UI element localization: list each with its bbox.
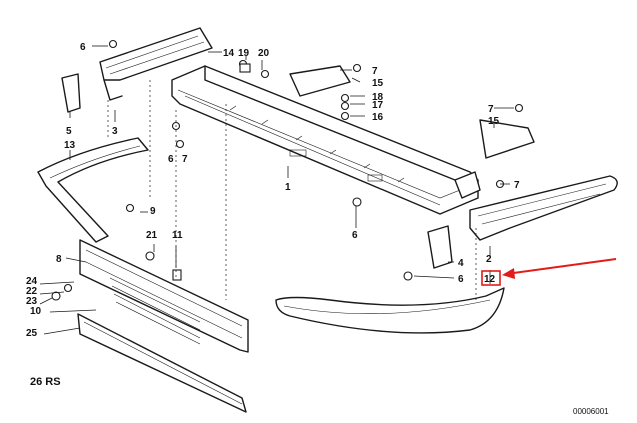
label-part-4: 4 [458,258,464,269]
label-part-19: 19 [238,48,250,59]
label-part-7-upper-right: 7 [488,104,494,115]
label-part-14: 14 [223,48,235,59]
label-part-9: 9 [150,206,156,217]
label-part-16: 16 [372,112,384,123]
label-part-1: 1 [285,182,291,193]
bracket-15 [289,65,351,97]
label-part-7-left: 7 [182,154,188,165]
label-part-7-top-right: 7 [372,66,378,77]
front-moulding-strip [275,287,505,334]
right-end-cap [469,175,618,241]
label-part-17: 17 [372,100,384,111]
left-bracket-5 [61,73,81,113]
left-end-cap [37,137,149,243]
catalog-number: 00006001 [573,407,609,416]
label-part-10: 10 [30,306,42,317]
label-part-6-right: 6 [458,274,464,285]
lower-grille-panel [79,239,249,353]
label-part-6-middle: 6 [168,154,174,165]
fasteners [51,39,524,301]
label-part-2: 2 [486,254,492,265]
assembly-lines [107,80,477,300]
label-part-25: 25 [26,328,38,339]
label-part-11: 11 [172,230,183,241]
bumper-carrier-beam [171,65,481,215]
label-part-7-right: 7 [514,180,520,191]
variant-label: 26 RS [30,376,61,388]
label-part-18: 18 [372,92,384,103]
label-part-21: 21 [146,230,158,241]
label-part-13: 13 [64,140,76,151]
label-part-8: 8 [56,254,62,265]
part-labels: 6 14 19 20 7 15 18 17 16 7 15 7 5 3 13 6… [26,42,520,339]
label-part-24: 24 [26,276,38,287]
label-part-15: 15 [372,78,384,89]
label-part-15-far-right: 15 [488,116,500,127]
label-part-12: 12 [484,274,496,285]
label-part-3: 3 [112,126,118,137]
label-part-20: 20 [258,48,270,59]
highlight-box [481,270,501,286]
label-part-6-upper-left: 6 [80,42,86,53]
arrowhead-icon [502,268,515,279]
left-upper-trim [99,27,213,101]
label-part-5: 5 [66,126,72,137]
lower-bumper-strip [77,313,247,413]
label-part-23: 23 [26,296,38,307]
label-part-6-center: 6 [352,230,358,241]
highlighted-part-12: 12 [481,258,617,286]
highlight-arrow-icon [505,258,617,275]
leader-lines [39,45,514,335]
bracket-15-right [479,119,535,159]
label-part-22: 22 [26,286,38,297]
